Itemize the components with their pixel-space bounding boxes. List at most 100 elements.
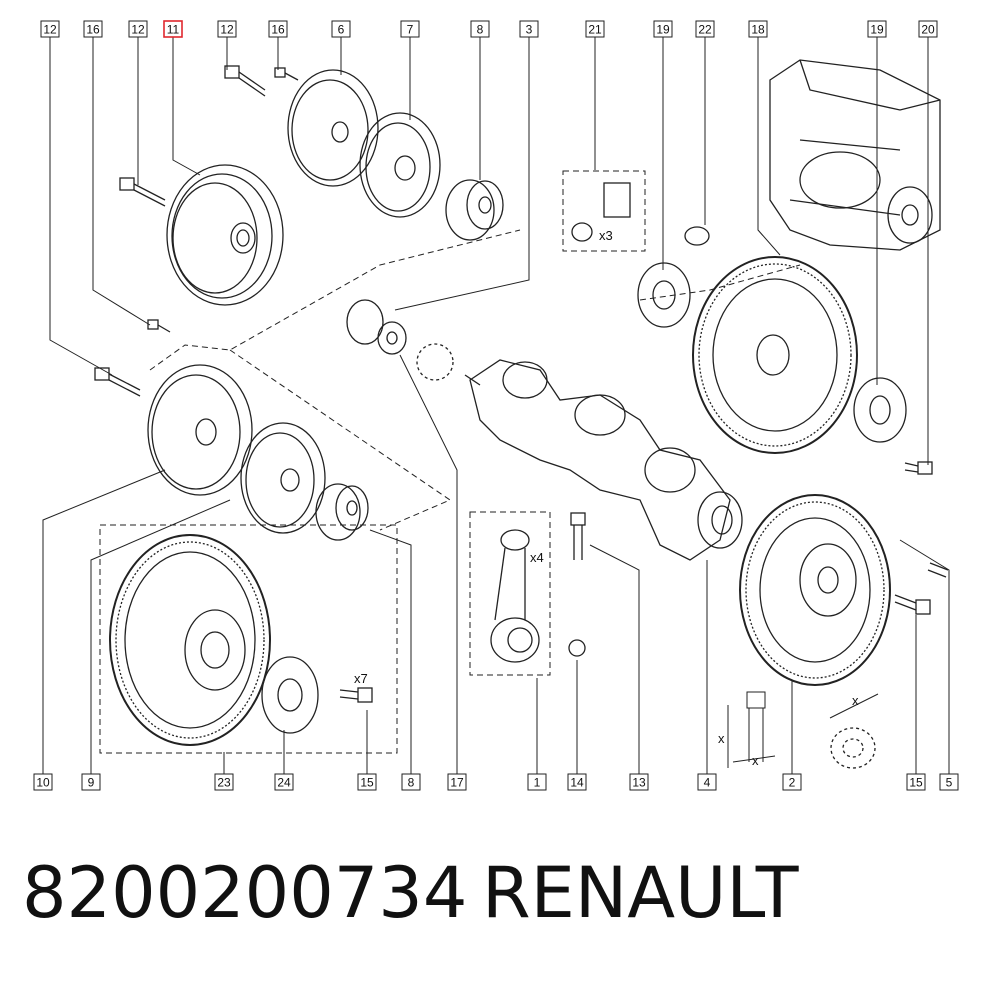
top-callout-21: 21: [585, 20, 605, 38]
pin-5: [927, 562, 949, 578]
top-callout-label: 12: [131, 23, 145, 37]
top-callout-label: 8: [477, 23, 484, 37]
brand-name: RENAULT: [482, 852, 799, 934]
bottom-callout-label: 13: [632, 776, 646, 790]
top-callout-label: 19: [870, 23, 884, 37]
pulley-7: [359, 112, 441, 218]
pulley-6: [287, 69, 379, 187]
top-callout-label: 19: [656, 23, 670, 37]
bottom-callout-15: 15: [906, 773, 926, 791]
engine-block-illustration: [769, 59, 941, 251]
crankshaft-pulley-10: [147, 364, 253, 496]
flange-24: [261, 656, 319, 734]
top-callout-8: 8: [470, 20, 490, 38]
top-callout-label: 16: [271, 23, 285, 37]
nut-sketch: [830, 727, 876, 769]
crankshaft-pulley-11: [166, 164, 284, 306]
seal-22: [684, 226, 710, 246]
rod-quantity-label: x4: [530, 550, 544, 565]
bottom-callout-2: 2: [782, 773, 802, 791]
parts-kit-21: [571, 182, 631, 242]
bottom-callout-9: 9: [81, 773, 101, 791]
bottom-callout-label: 23: [217, 776, 231, 790]
bottom-callout-24: 24: [274, 773, 294, 791]
bottom-callout-17: 17: [447, 773, 467, 791]
nut-quantity-label: x3: [599, 228, 613, 243]
dimension-x2-label: x: [752, 753, 759, 768]
bolt-15a: [339, 687, 373, 703]
bolt-20: [904, 461, 933, 475]
pulley-bolt-12c: [94, 367, 141, 397]
pulley-9: [240, 422, 326, 534]
key-17: [416, 343, 454, 381]
bottom-callout-label: 15: [909, 776, 923, 790]
part-number: 8200200734: [22, 852, 468, 934]
top-callout-19: 19: [867, 20, 887, 38]
bottom-callout-label: 4: [704, 776, 711, 790]
top-callout-16: 16: [268, 20, 288, 38]
top-callout-12: 12: [128, 20, 148, 38]
bottom-callout-4: 4: [697, 773, 717, 791]
rod-nut-14: [568, 639, 586, 657]
top-callouts: 12 16 12 11 12 16 6 7 8 3 21 19 22 18 19 20: [40, 20, 938, 38]
hub-8b: [315, 483, 369, 541]
dimension-bolt-sketch: [727, 691, 879, 768]
bottom-callout-14: 14: [567, 773, 587, 791]
screw-16a: [274, 67, 299, 81]
assembly-dashed-lines: [99, 170, 801, 754]
top-callout-label: 16: [86, 23, 100, 37]
bottom-callout-label: 8: [408, 776, 415, 790]
hub-8a: [445, 179, 504, 241]
top-callout-12: 12: [40, 20, 60, 38]
top-callout-16: 16: [83, 20, 103, 38]
top-callout-19: 19: [653, 20, 673, 38]
top-callout-20: 20: [918, 20, 938, 38]
bottom-callouts: 10 9 23 24 15 8 17 1 14 13 4 2 15 5: [33, 773, 959, 791]
flywheel-23: [109, 534, 271, 746]
rod-bolt-13: [570, 512, 586, 560]
bottom-callout-label: 15: [360, 776, 374, 790]
bottom-callout-8: 8: [401, 773, 421, 791]
flywheel-18: [692, 256, 858, 454]
bottom-callout-10: 10: [33, 773, 53, 791]
top-callout-label: 12: [220, 23, 234, 37]
bottom-callout-label: 17: [450, 776, 464, 790]
bottom-callout-label: 5: [946, 776, 953, 790]
top-callout-label: 11: [167, 23, 180, 37]
bottom-callout-label: 10: [36, 776, 50, 790]
bolt-quantity-label: x7: [354, 671, 368, 686]
flywheel-2: [739, 494, 891, 686]
top-callout-3: 3: [519, 20, 539, 38]
pulley-bolt-12a: [119, 177, 166, 207]
connecting-rod-1: [490, 529, 540, 663]
bottom-callout-23: 23: [214, 773, 234, 791]
pulley-bolt-12b: [224, 65, 266, 97]
bottom-callout-13: 13: [629, 773, 649, 791]
top-callout-label: 20: [921, 23, 935, 37]
leader-lines: [42, 37, 950, 774]
top-callout-label: 12: [43, 23, 57, 37]
bottom-callout-15: 15: [357, 773, 377, 791]
bottom-callout-label: 2: [789, 776, 796, 790]
timing-gear-3: [346, 299, 407, 355]
crankshaft-4: [464, 359, 743, 561]
top-callout-12: 12: [217, 20, 237, 38]
top-callout-6: 6: [331, 20, 351, 38]
top-callout-7: 7: [400, 20, 420, 38]
flange-19b: [853, 377, 907, 443]
top-callout-22: 22: [695, 20, 715, 38]
top-callout-label: 6: [338, 23, 345, 37]
screw-16b: [147, 319, 171, 333]
bottom-callout-label: 24: [277, 776, 291, 790]
top-callout-label: 18: [751, 23, 765, 37]
flange-19a: [637, 262, 691, 328]
dimension-x-label: x: [718, 731, 725, 746]
bottom-callout-label: 1: [534, 776, 541, 790]
top-callout-11: 11: [163, 20, 183, 38]
dimension-x3-label: x: [852, 693, 859, 708]
top-callout-label: 7: [407, 23, 414, 37]
bottom-callout-5: 5: [939, 773, 959, 791]
bottom-callout-1: 1: [527, 773, 547, 791]
